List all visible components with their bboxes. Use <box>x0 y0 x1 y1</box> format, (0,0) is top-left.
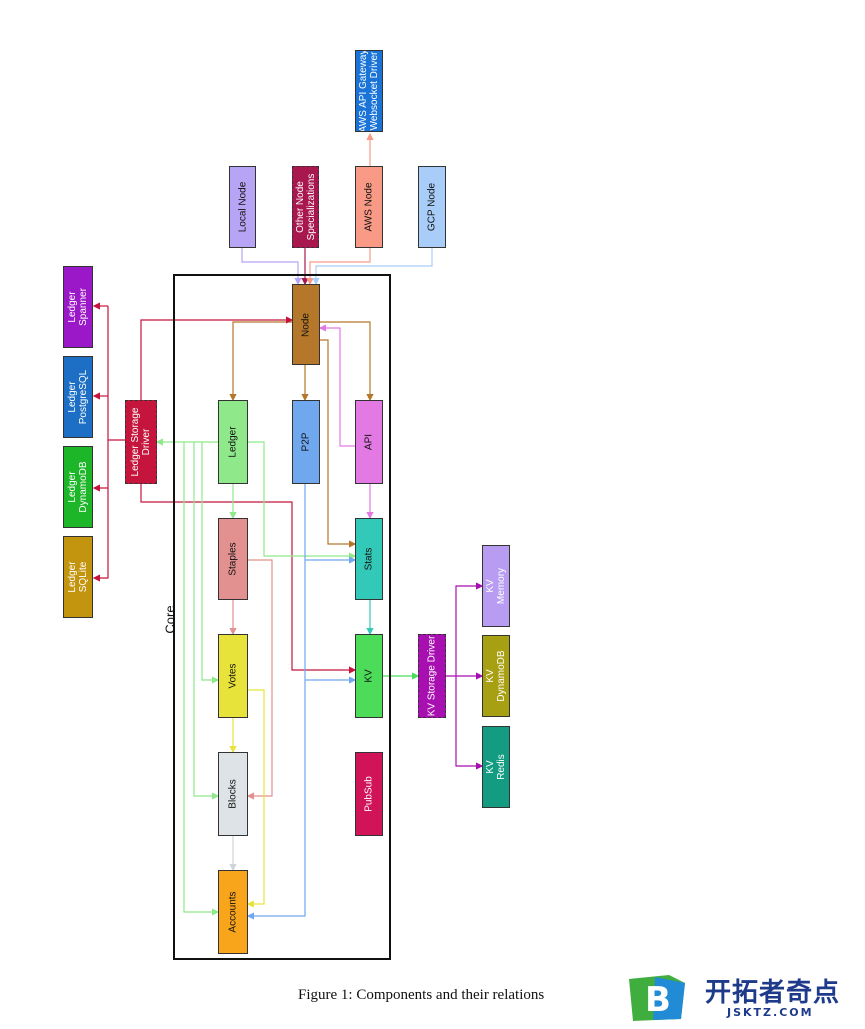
edge-api-node <box>318 324 355 447</box>
edge-aws-node <box>306 248 371 286</box>
edge-ledger-storage-node <box>140 316 294 400</box>
local-node-box: Local Node <box>229 166 256 248</box>
edge-lsd-dynamo <box>92 440 109 492</box>
edge-votes-accounts <box>246 689 265 908</box>
node-box: Node <box>292 284 320 365</box>
core-label: Core <box>162 605 178 634</box>
edge-kvstorage-redis <box>455 676 484 770</box>
edge-ledger-blocks <box>193 442 220 800</box>
edge-node-api <box>320 321 374 402</box>
edge-staples-blocks <box>246 559 273 800</box>
edge-ledger-storage-kv <box>140 484 357 674</box>
blocks-box: Blocks <box>218 752 248 836</box>
pubsub-box: PubSub <box>355 752 383 836</box>
core-frame <box>173 274 391 960</box>
p2p-box: P2P <box>292 400 320 484</box>
edge-local-node <box>241 248 302 286</box>
edge-ledger-votes <box>201 442 220 684</box>
accounts-box: Accounts <box>218 870 248 954</box>
logo-url: JSKTZ.COM <box>727 1006 814 1019</box>
edge-p2p-accounts <box>246 484 306 920</box>
logo-mark-icon: B <box>629 975 685 1021</box>
aws-node-box: AWS Node <box>355 166 383 248</box>
edge-node-ledger <box>229 321 292 402</box>
watermark-logo: B 开拓者奇点 JSKTZ.COM <box>625 971 861 1023</box>
stats-box: Stats <box>355 518 383 600</box>
edge-lsd-sqlite <box>92 488 109 582</box>
edge-node-stats <box>320 339 357 548</box>
gcp-node-box: GCP Node <box>418 166 446 248</box>
kv-box: KV <box>355 634 383 718</box>
svg-text:B: B <box>645 980 671 1020</box>
logo-text: 开拓者奇点 <box>705 978 841 1008</box>
staples-box: Staples <box>218 518 248 600</box>
edge-ledger-stats <box>248 441 357 560</box>
edge-kvstorage-memory <box>446 582 484 677</box>
kv-storage-driver-box: KV Storage Driver <box>418 634 446 718</box>
edge-ledger-accounts <box>183 442 220 916</box>
figure-caption: Figure 1: Components and their relations <box>298 987 545 1003</box>
edge-lsd-bus <box>107 306 125 441</box>
ledger-box: Ledger <box>218 400 248 484</box>
api-box: API <box>355 400 383 484</box>
votes-box: Votes <box>218 634 248 718</box>
